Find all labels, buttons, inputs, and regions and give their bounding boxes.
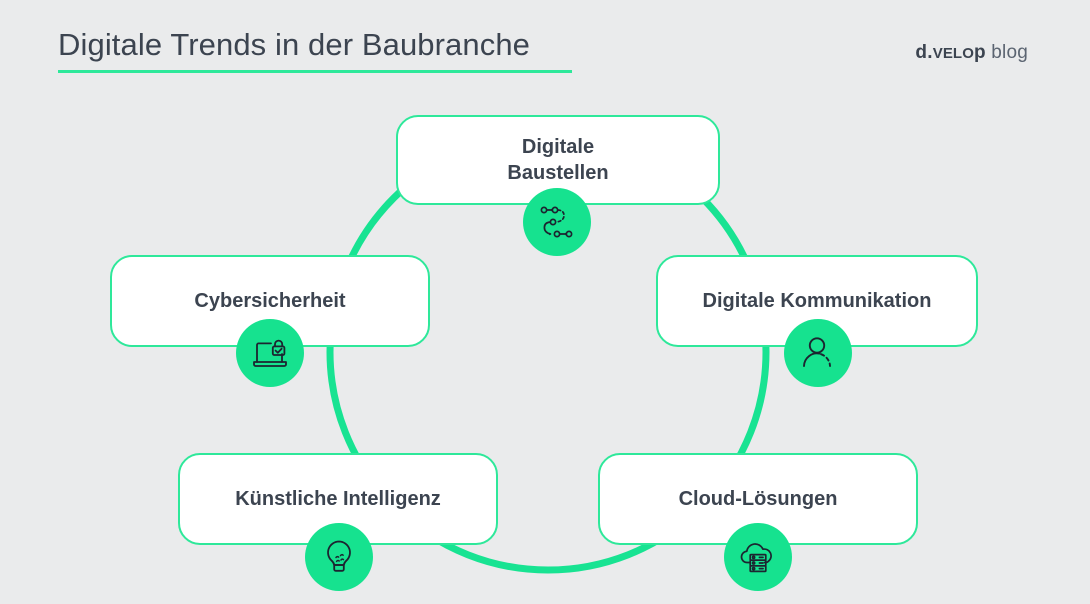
brand-logo: d.velop blog — [915, 42, 1028, 64]
node-card-kuenstliche-intelligenz[interactable]: Künstliche Intelligenz — [178, 453, 498, 545]
brand-smallcaps: velo — [932, 45, 974, 62]
node-label: Digitale Baustellen — [507, 135, 609, 184]
node-label: Cloud-Lösungen — [678, 487, 838, 510]
laptop-lock-icon — [253, 339, 287, 367]
person-icon — [803, 337, 831, 367]
brand-suffix: p — [973, 42, 986, 63]
workflow-icon — [540, 206, 573, 238]
node-badge-digitale-kommunikation — [784, 319, 852, 387]
page-header: Digitale Trends in der Baubranche d.velo… — [0, 0, 1090, 100]
node-label: Cybersicherheit — [194, 289, 346, 312]
title-underline — [58, 70, 572, 73]
page-title: Digitale Trends in der Baubranche — [58, 27, 531, 62]
brand-prefix: d. — [915, 42, 933, 63]
lightbulb-icon — [327, 540, 351, 572]
node-label: Künstliche Intelligenz — [235, 487, 441, 510]
node-badge-cloud-loesungen — [724, 523, 792, 591]
node-label: Digitale Kommunikation — [702, 289, 932, 312]
node-badge-cybersicherheit — [236, 319, 304, 387]
node-badge-kuenstliche-intelligenz — [305, 523, 373, 591]
node-badge-digitale-baustellen — [523, 188, 591, 256]
cloud-server-icon — [740, 543, 772, 573]
brand-secondary: blog — [991, 42, 1028, 63]
